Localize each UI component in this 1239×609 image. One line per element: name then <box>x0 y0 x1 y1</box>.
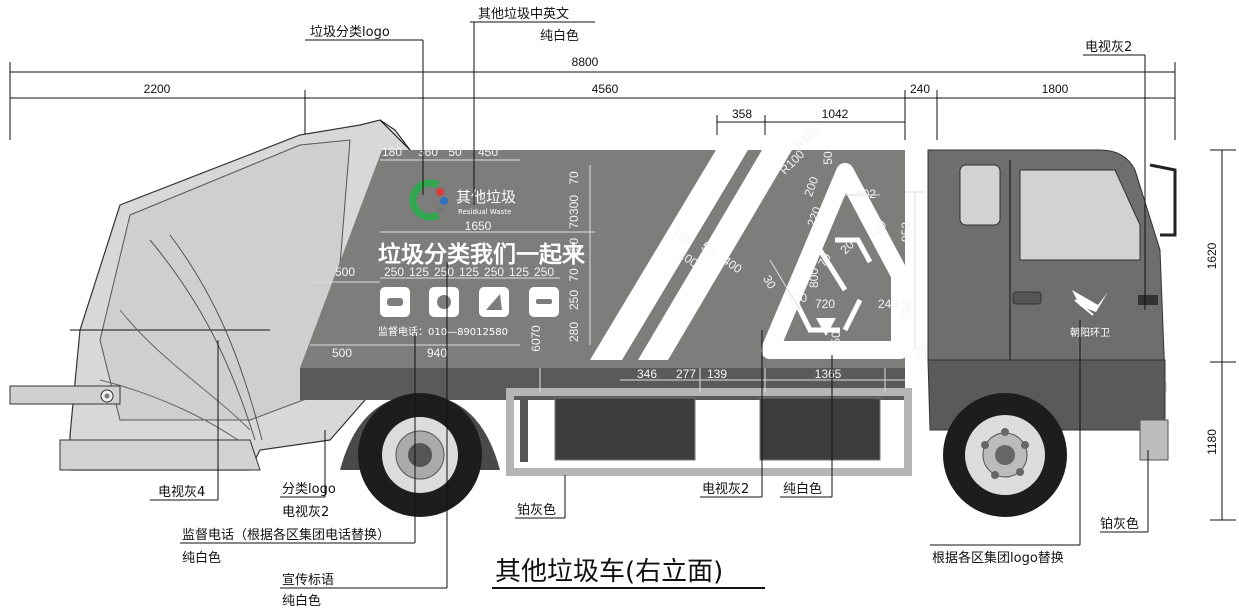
dim-d70: 70 <box>815 250 834 269</box>
brand-bird-icon <box>1072 290 1108 316</box>
label-tv-gray-4: 电视灰4 <box>158 485 205 500</box>
dim-p60: 60 <box>529 338 543 352</box>
dim-1042: 1042 <box>822 107 849 121</box>
dim-p70c: 70 <box>567 268 581 282</box>
brand-text: 朝阳环卫 <box>1070 327 1110 339</box>
category-cn: 其他垃圾 <box>456 188 516 206</box>
label-phone: 监督电话（根据各区集团电话替换） <box>182 527 390 543</box>
dim-seg3: 240 <box>910 82 930 96</box>
dim-d28: 28 <box>915 345 929 359</box>
dim-p1650: 1650 <box>465 219 492 233</box>
label-cat-text-color: 纯白色 <box>540 28 579 44</box>
dim-seg4: 1800 <box>1042 82 1069 96</box>
label-group-logo: 根据各区集团logo替换 <box>932 550 1064 566</box>
dim-d952: 952 <box>899 222 913 242</box>
dim-d720: 720 <box>815 297 835 311</box>
dim-d800: 800 <box>807 268 821 288</box>
truck-cab: 朝阳环卫 <box>927 149 1177 461</box>
label-platinum-1: 铂灰色 <box>517 502 556 518</box>
dim-358: 358 <box>732 107 752 121</box>
label-tv-gray-2-top: 电视灰2 <box>1085 40 1132 55</box>
phone-text: 监督电话：010—89012580 <box>378 325 508 338</box>
dim-total: 8800 <box>572 55 599 69</box>
dim-p180: 180 <box>382 145 402 159</box>
callout-leaders <box>150 21 1149 589</box>
dim-p50: 50 <box>448 145 462 159</box>
rear-wheel <box>340 393 500 517</box>
dim-d200: 200 <box>801 175 821 199</box>
dim-p500b: 500 <box>332 346 352 360</box>
label-class-logo: 分类logo <box>282 482 336 497</box>
label-slogan-color: 纯白色 <box>282 593 321 609</box>
dim-p500a: 500 <box>335 265 355 279</box>
dim-d602: 602 <box>856 187 876 201</box>
waste-logo-icon <box>409 179 448 221</box>
dim-seg2: 4560 <box>592 82 619 96</box>
class-icons-row <box>380 287 559 317</box>
label-slogan: 宣传标语 <box>282 572 334 588</box>
dim-p250d: 250 <box>534 265 554 279</box>
label-pure-white: 纯白色 <box>783 481 822 497</box>
dim-b346: 346 <box>637 367 657 381</box>
dim-p130: 130 <box>567 238 581 258</box>
label-phone-color: 纯白色 <box>182 550 221 566</box>
dim-d50a: 50 <box>821 151 835 165</box>
dim-p360: 360 <box>418 145 438 159</box>
dim-p250e: 250 <box>567 290 581 310</box>
dim-p250b: 250 <box>434 265 454 279</box>
label-platinum-2: 铂灰色 <box>1100 516 1139 532</box>
dim-d220: 220 <box>804 205 824 229</box>
dim-seg1: 2200 <box>144 82 171 96</box>
paper-icon <box>486 294 502 310</box>
dim-p125c: 125 <box>509 265 529 279</box>
label-logo: 垃圾分类logo <box>310 25 390 40</box>
dim-1180: 1180 <box>1205 429 1219 455</box>
dim-d30: 30 <box>760 273 779 292</box>
drawing-title: 其他垃圾车(右立面) <box>495 557 723 587</box>
dim-d120: 120 <box>787 291 807 305</box>
label-cat-text: 其他垃圾中英文 <box>478 7 569 22</box>
dim-p300: 300 <box>567 195 581 215</box>
category-en: Residual Waste <box>458 208 511 216</box>
dim-p250a: 250 <box>384 265 404 279</box>
label-class-logo-color: 电视灰2 <box>282 505 329 520</box>
dim-p70b: 70 <box>567 215 581 229</box>
top-dimension-lines <box>9 62 1236 521</box>
slogan-text: 垃圾分类我们一起来 <box>378 241 586 268</box>
dim-b277: 277 <box>676 367 696 381</box>
dim-p280: 280 <box>567 322 581 342</box>
front-wheel <box>943 393 1067 517</box>
dim-d210: 210 <box>899 300 913 320</box>
dim-p125a: 125 <box>409 265 429 279</box>
bone-icon <box>536 299 552 304</box>
dim-b139: 139 <box>707 367 727 381</box>
dim-p450: 450 <box>478 145 498 159</box>
dim-1620: 1620 <box>1205 242 1219 269</box>
dim-d50c: 50 <box>829 331 843 345</box>
dim-d243: 243 <box>878 297 898 311</box>
dim-b1365: 1365 <box>815 367 842 381</box>
dim-p940: 940 <box>427 346 447 360</box>
dim-p70a: 70 <box>567 171 581 185</box>
cup-icon <box>437 295 451 309</box>
dim-p125b: 125 <box>459 265 479 279</box>
dim-p70d: 70 <box>529 325 543 339</box>
dim-p250c: 250 <box>484 265 504 279</box>
food-box-icon <box>387 298 403 306</box>
label-tv-gray-2-mid: 电视灰2 <box>702 482 749 497</box>
